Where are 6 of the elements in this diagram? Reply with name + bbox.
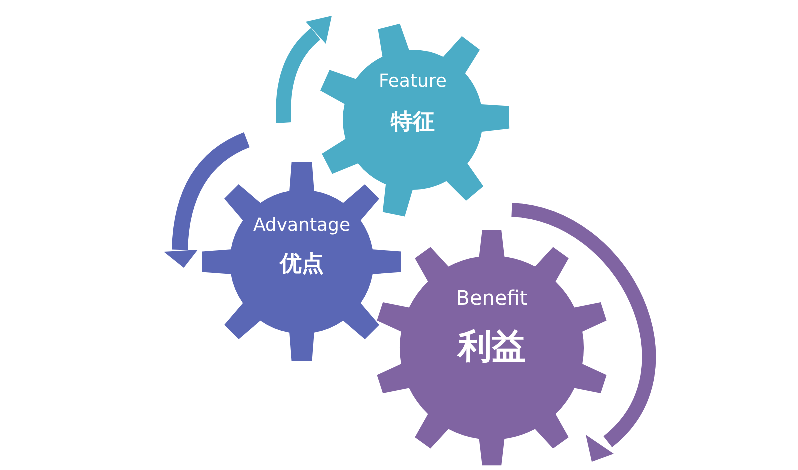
gear-title: 利益 bbox=[458, 326, 526, 369]
gear-label: Advantage bbox=[253, 215, 351, 236]
gear-title: 优点 bbox=[280, 250, 324, 279]
gear-label: Benefit bbox=[456, 286, 528, 310]
gear-title: 特征 bbox=[391, 108, 435, 137]
gear-label: Feature bbox=[378, 71, 448, 92]
